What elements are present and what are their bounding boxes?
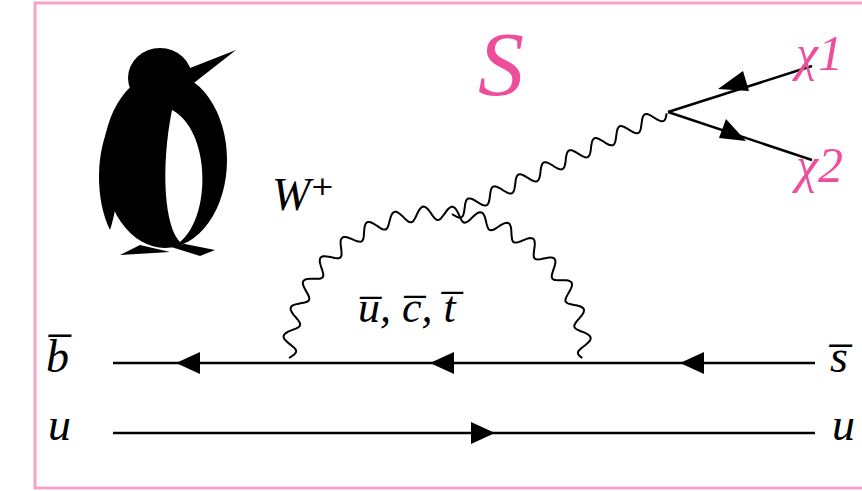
fermion-arrows bbox=[176, 71, 749, 444]
w-boson-loop bbox=[284, 207, 591, 358]
particle-label: χ1 bbox=[796, 28, 843, 78]
fermion-lines bbox=[113, 66, 815, 433]
frame-border bbox=[35, 3, 862, 488]
quark-label: b̅ bbox=[46, 334, 69, 380]
penguin-icon bbox=[99, 48, 236, 256]
w-boson-line bbox=[452, 113, 667, 217]
boson-label: W⁺ bbox=[272, 172, 335, 218]
scalar-label: S bbox=[478, 18, 524, 110]
quark-label: u̅, c̅, t̅ bbox=[358, 286, 456, 330]
particle-label: χ2 bbox=[796, 140, 843, 190]
quark-label: u bbox=[48, 402, 71, 448]
quark-label: u bbox=[832, 402, 855, 448]
quark-label: s̅ bbox=[830, 334, 848, 380]
